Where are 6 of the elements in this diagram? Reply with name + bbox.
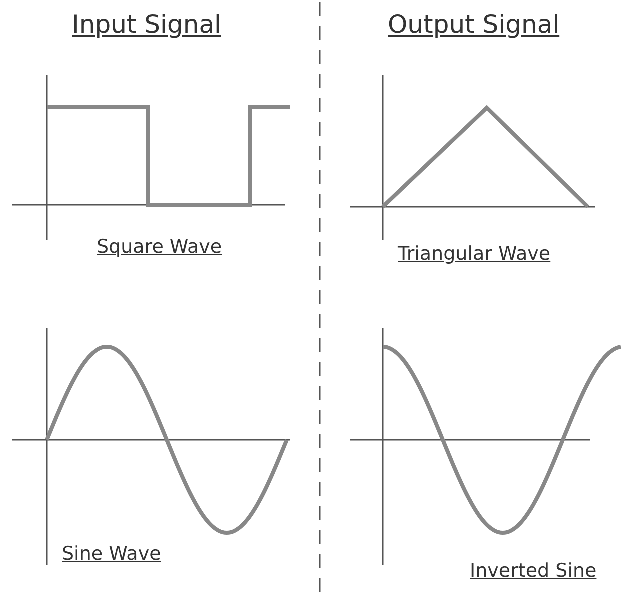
waveform-caption: Inverted Sine xyxy=(470,562,597,581)
heading: Input Signal xyxy=(72,12,222,37)
waveform-caption: Triangular Wave xyxy=(398,245,551,264)
waveform-caption: Sine Wave xyxy=(62,545,162,564)
heading: Output Signal xyxy=(388,12,560,37)
waveform-caption: Square Wave xyxy=(97,238,222,257)
